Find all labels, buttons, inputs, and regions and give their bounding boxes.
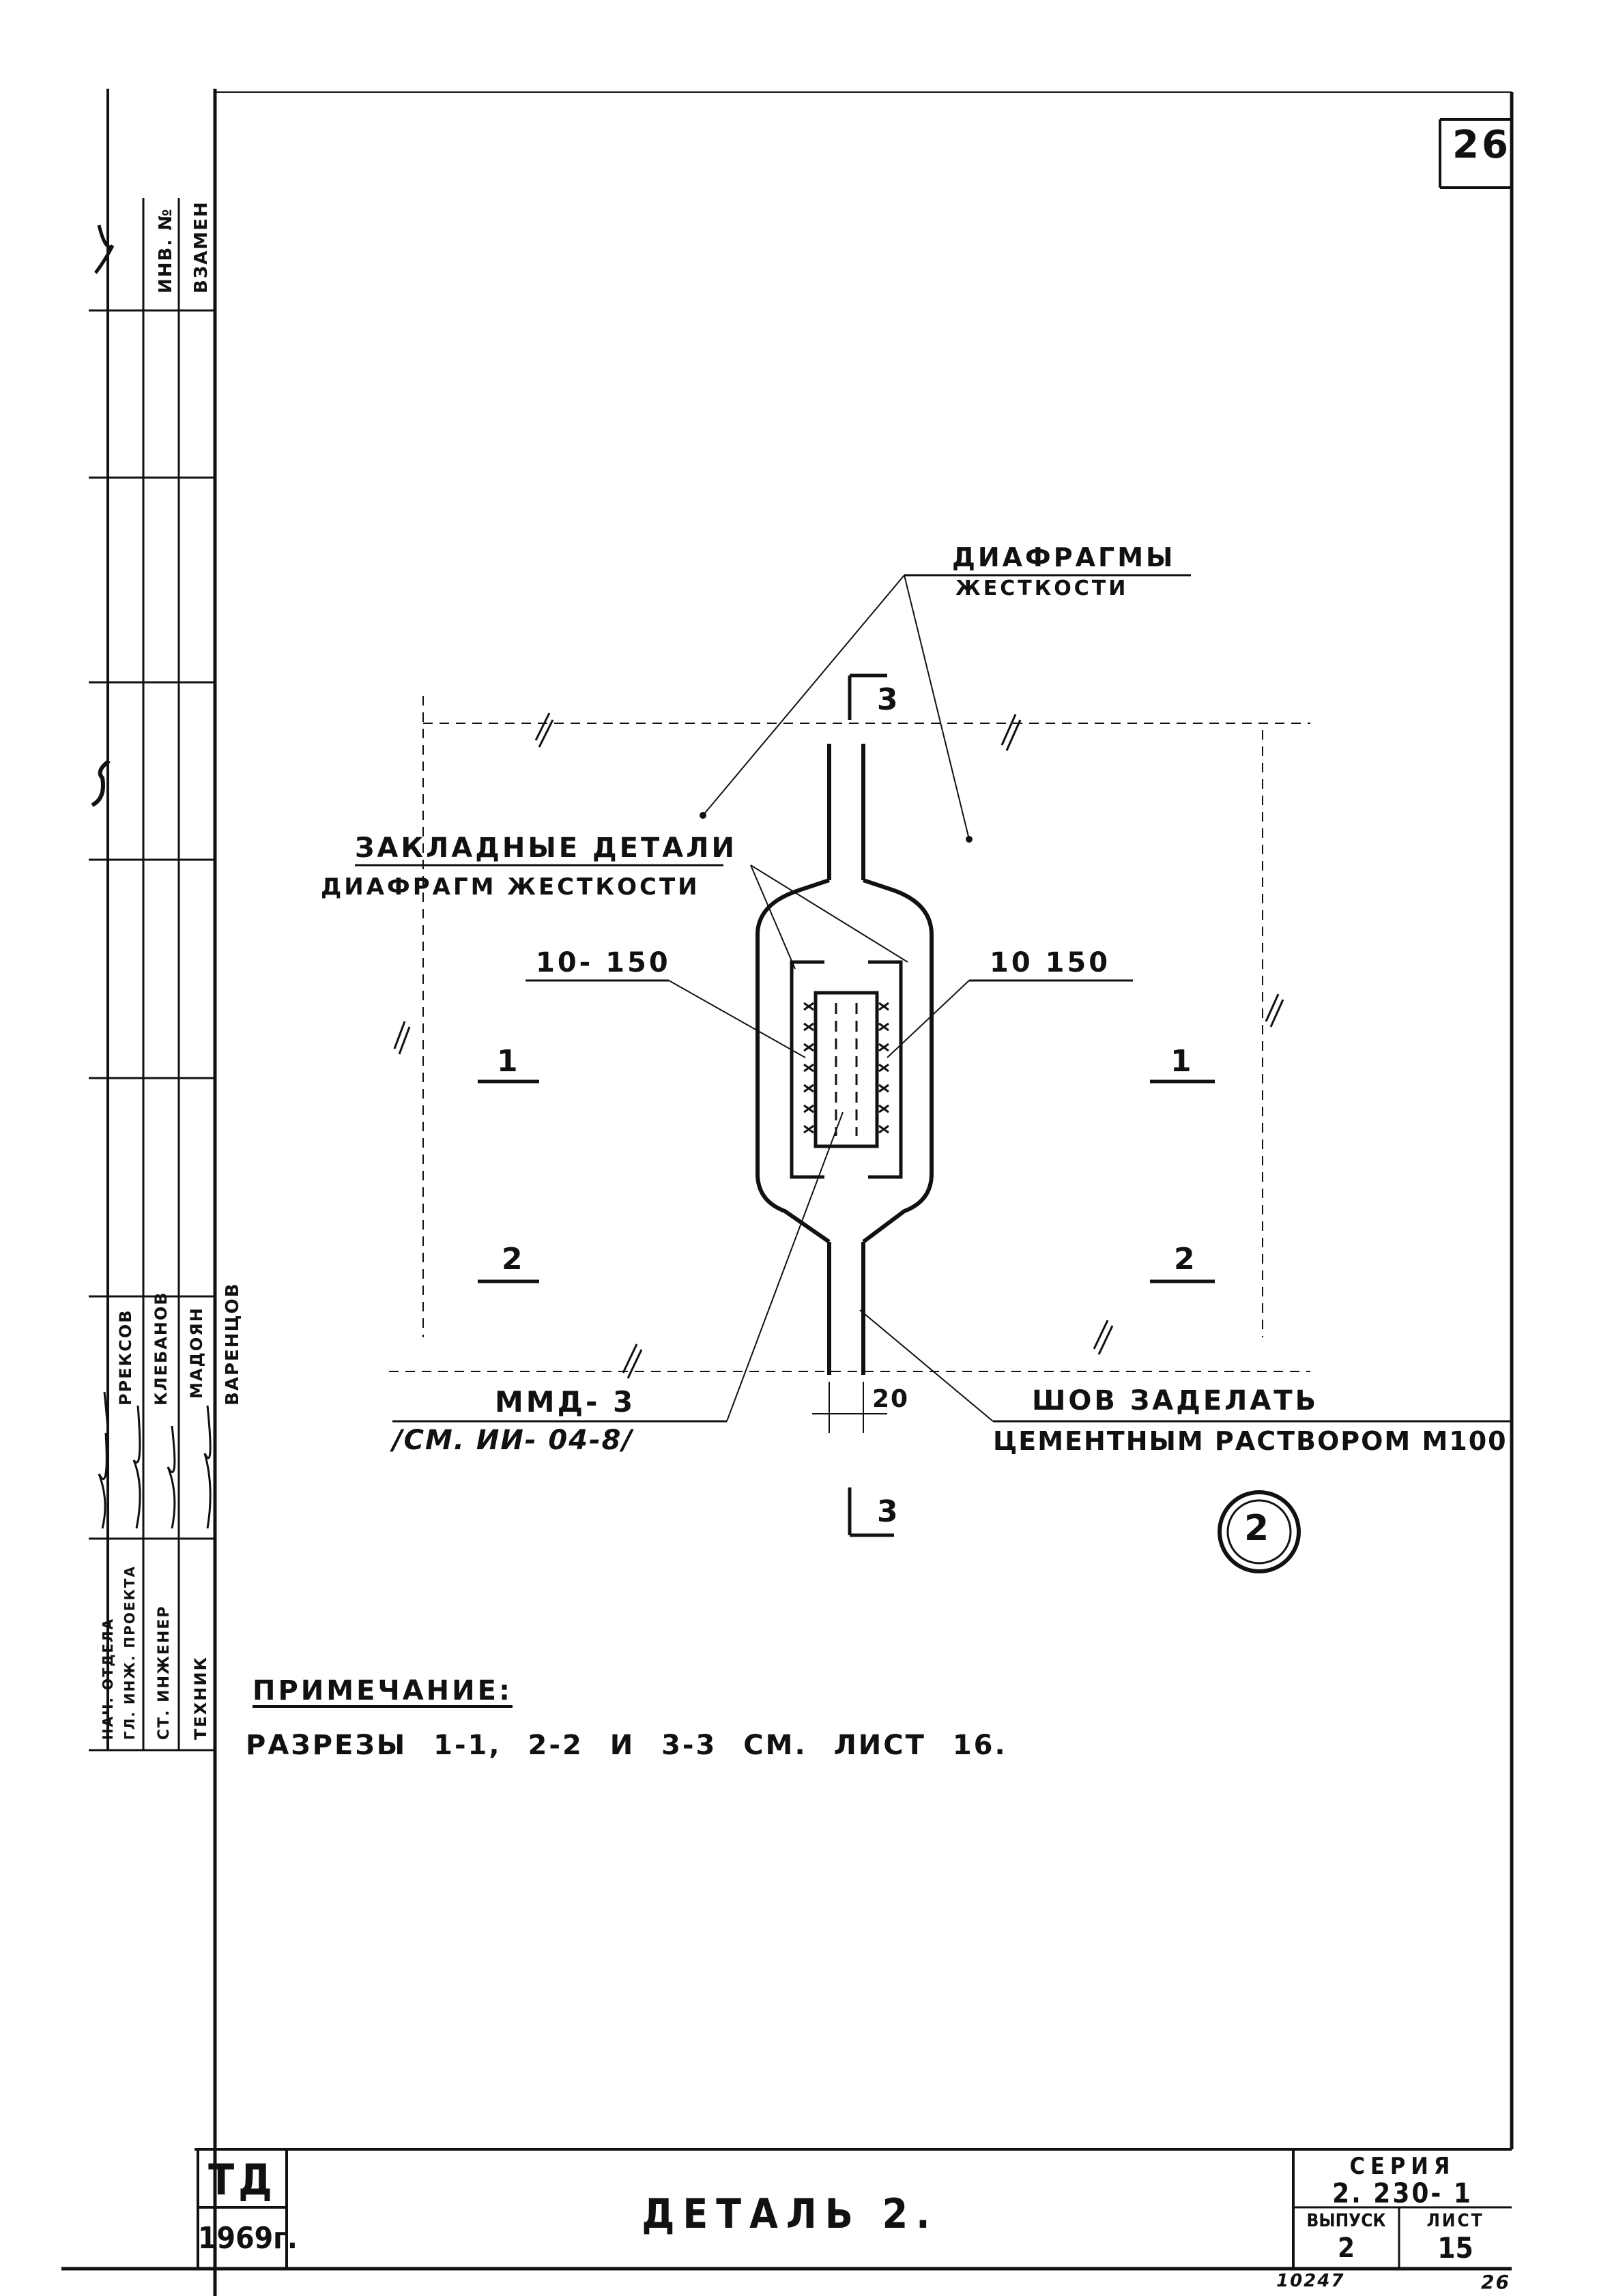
archive-number: 10247 bbox=[1276, 2271, 1345, 2291]
mmd-label-line1: ММД- 3 bbox=[495, 1385, 636, 1419]
label-diaphragms-line2: ЖЕСТКОСТИ bbox=[955, 577, 1129, 600]
section-1-right: 1 bbox=[1170, 1044, 1194, 1079]
section-3-bottom: 3 bbox=[877, 1494, 901, 1529]
sheet-value: 15 bbox=[1437, 2231, 1473, 2265]
issue-value: 2 bbox=[1337, 2233, 1355, 2264]
year-label: 1969г. bbox=[198, 2221, 298, 2256]
label-embedded-line1: ЗАКЛАДНЫЕ ДЕТАЛИ bbox=[355, 832, 737, 864]
page-number: 26 bbox=[1452, 123, 1511, 167]
seam-label-line2: ЦЕМЕНТНЫМ РАСТВОРОМ М100 bbox=[993, 1426, 1508, 1456]
drawing-title: ДЕТАЛЬ 2. bbox=[642, 2190, 938, 2238]
org-label: ТД bbox=[208, 2155, 276, 2205]
detail-marker-number: 2 bbox=[1244, 1508, 1269, 1549]
note-heading: ПРИМЕЧАНИЕ: bbox=[253, 1675, 513, 1706]
weld-label-left: 10- 150 bbox=[536, 947, 671, 978]
weld-label-right: 10 150 bbox=[990, 947, 1111, 978]
series-label: СЕРИЯ bbox=[1349, 2153, 1456, 2180]
section-3-top: 3 bbox=[877, 682, 901, 717]
series-value: 2. 230- 1 bbox=[1332, 2178, 1473, 2209]
section-2-left: 2 bbox=[502, 1242, 526, 1277]
dimension-gap: 20 bbox=[872, 1385, 910, 1413]
sheet-label: ЛИСТ bbox=[1426, 2211, 1484, 2231]
issue-label: ВЫПУСК bbox=[1306, 2211, 1386, 2231]
section-2-right: 2 bbox=[1174, 1242, 1198, 1277]
label-embedded-line2: ДИАФРАГМ ЖЕСТКОСТИ bbox=[321, 873, 700, 901]
mmd-label-line2: /СМ. ИИ- 04-8/ bbox=[392, 1425, 634, 1456]
section-1-left: 1 bbox=[497, 1044, 521, 1079]
seam-label-line1: ШОВ ЗАДЕЛАТЬ bbox=[1032, 1385, 1319, 1416]
bottom-page-number: 26 bbox=[1481, 2271, 1510, 2293]
note-text: РАЗРЕЗЫ 1-1, 2-2 И 3-3 СМ. ЛИСТ 16. bbox=[246, 1730, 1007, 1761]
label-diaphragms-line1: ДИАФРАГМЫ bbox=[952, 542, 1176, 572]
